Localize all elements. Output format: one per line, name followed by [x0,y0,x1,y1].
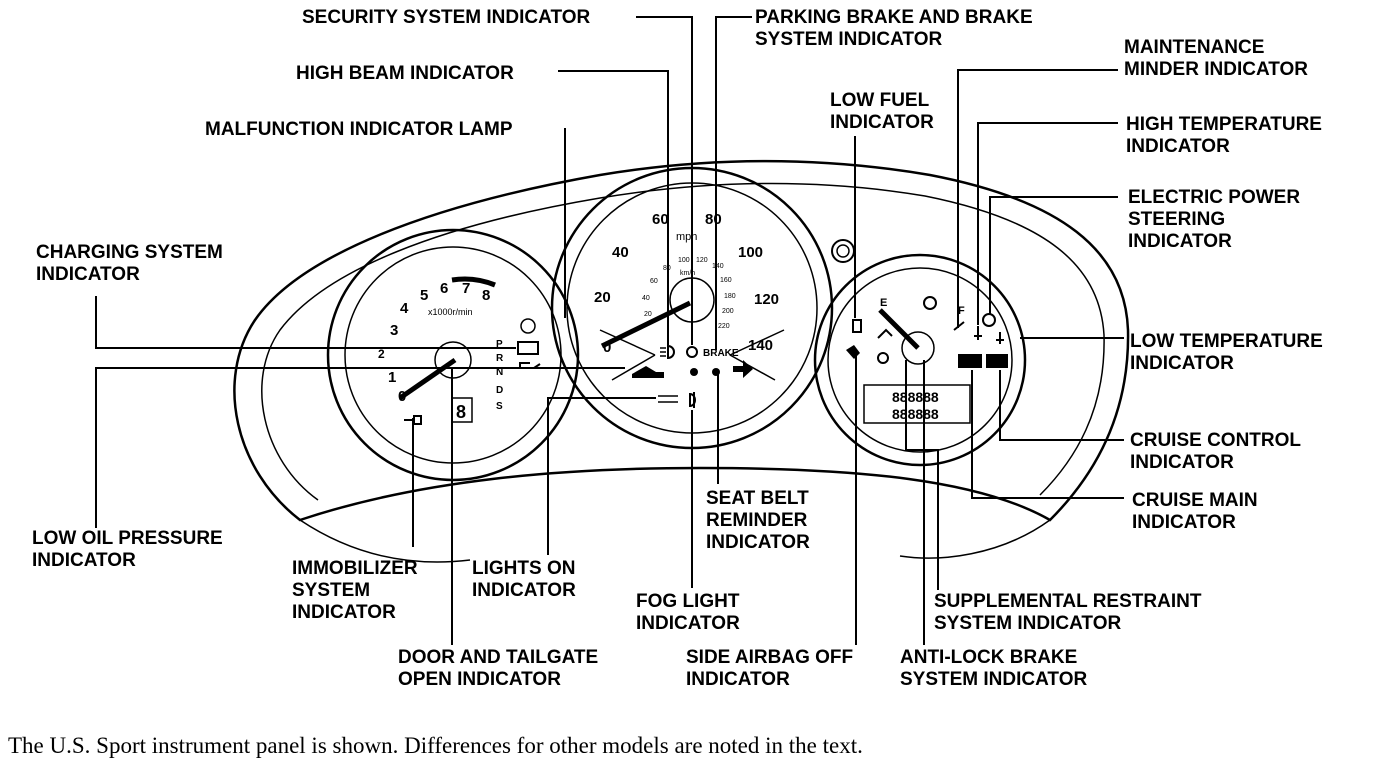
kmh-140: 140 [712,263,724,270]
speed-unit: mph [676,231,697,243]
kmh-40: 40 [642,295,650,302]
side-airbag-off-icon [846,345,860,359]
tach-unit: x1000r/min [428,307,473,317]
reset-knob [831,239,855,263]
label-security-system: SECURITY SYSTEM INDICATOR [302,7,590,28]
low-fuel-icon [852,319,862,333]
odometer-display [863,384,971,424]
callout-labels: SECURITY SYSTEM INDICATOR PARKING BRAKE … [32,7,1323,690]
door-open-icon [632,366,664,378]
fuel-empty-label: E [880,297,887,309]
malfunction-icon [520,318,536,334]
security-icon [686,346,698,358]
cruise-main-icon [958,354,982,368]
kmh-60: 60 [650,278,658,285]
tach-number-8: 8 [482,287,490,304]
kmh-160: 160 [720,277,732,284]
gear-n: N [496,367,503,378]
turn-arrow-icon [733,360,753,378]
gear-d: D [496,385,503,396]
kmh-100: 100 [678,257,690,264]
cluster-housing [233,159,1130,563]
kmh-120: 120 [696,257,708,264]
tach-number-5: 5 [420,287,428,304]
tach-number-7: 7 [462,280,470,297]
speed-number-20: 20 [594,289,611,306]
label-malfunction-lamp: MALFUNCTION INDICATOR LAMP [205,119,513,140]
odometer-line-2: 888888 [892,406,939,422]
kmh-unit: km/h [680,270,695,277]
label-high-beam: HIGH BEAM INDICATOR [296,63,514,84]
kmh-20: 20 [644,311,652,318]
fuel-full-label: F [958,305,965,317]
speed-number-40: 40 [612,244,629,261]
kmh-200: 200 [722,308,734,315]
eps-icon [982,313,996,327]
high-beam-icon [660,344,675,360]
gear-indicator: P R N D S [496,339,504,412]
speed-number-80: 80 [705,211,722,228]
kmh-80: 80 [663,265,671,272]
brake-icon: BRAKE [703,348,739,359]
speed-number-100: 100 [738,244,763,261]
fog-light-icon [689,392,696,408]
tach-number-1: 1 [388,369,396,386]
abs-icon [877,352,889,364]
fuel-temp-gauge: E F 888888 888888 [813,239,1027,467]
airbag-icon [877,328,893,339]
speed-number-120: 120 [754,291,779,308]
instrument-panel-diagram: 0 1 2 3 4 5 6 7 8 x1000r/min P R N D S 8 [32,7,1323,690]
lights-on-icon [690,368,698,376]
battery-icon [517,341,539,355]
figure-caption: The U.S. Sport instrument panel is shown… [8,733,863,758]
sensor-icon [923,296,937,310]
gear-display: 8 [456,402,466,422]
gear-p: P [496,339,503,350]
kmh-180: 180 [724,293,736,300]
gear-s: S [496,401,503,412]
speed-number-140: 140 [748,337,773,354]
side-marker-icon [658,395,678,403]
odometer-line-1: 888888 [892,389,939,405]
leader-lines [95,16,1124,645]
tach-number-4: 4 [400,300,409,317]
kmh-220: 220 [718,323,730,330]
tach-number-2: 2 [378,347,385,361]
speed-number-0: 0 [603,339,611,356]
gear-r: R [496,353,504,364]
temperature-icon [974,326,982,340]
tach-number-3: 3 [390,322,398,339]
tach-number-6: 6 [440,280,448,297]
cruise-control-icon [986,354,1008,368]
tach-number-0: 0 [398,388,406,405]
speed-number-60: 60 [652,211,669,228]
low-temperature-icon [996,332,1004,344]
